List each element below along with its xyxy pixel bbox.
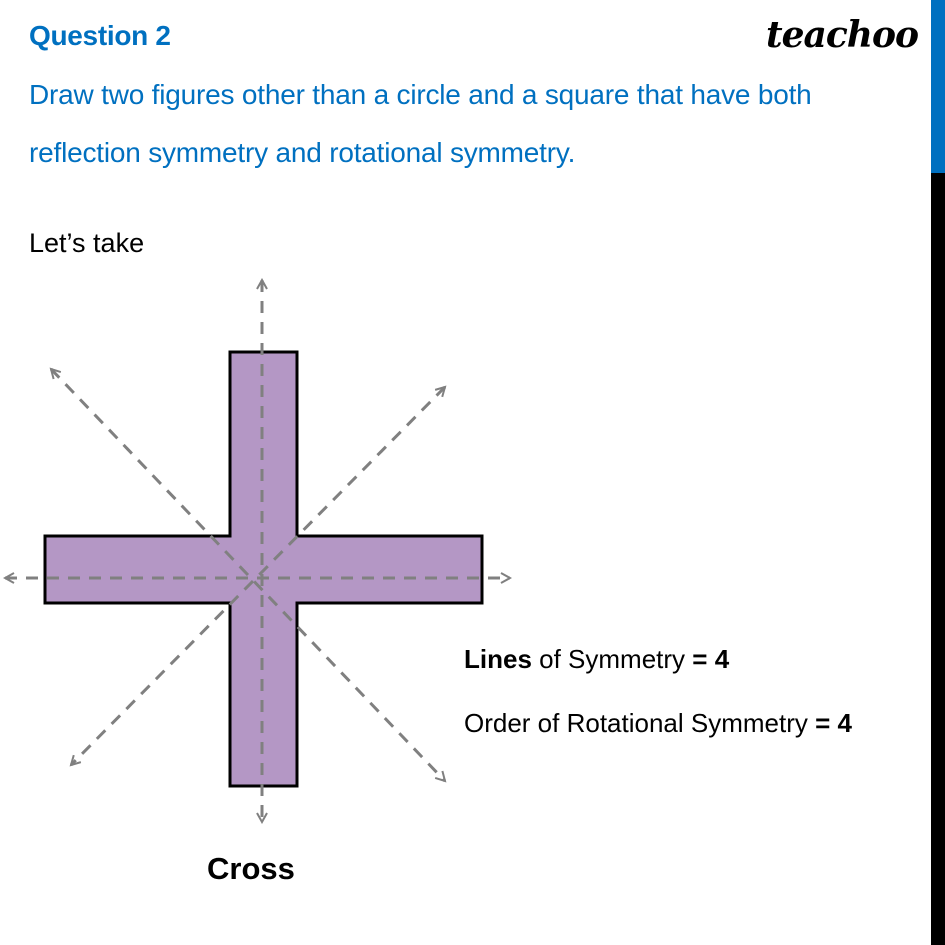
side-stripe-black [931,173,945,945]
question-text-line-1: Draw two figures other than a circle and… [29,79,812,110]
question-label: Question 2 [29,20,171,51]
figure-caption: Cross [207,851,295,886]
diagonal-symmetry-line-2 [71,387,445,765]
rotational-symmetry-text: Order of Rotational Symmetry = 4 [464,708,852,739]
lines-value: = 4 [692,644,730,674]
lines-label-bold: Lines [464,644,532,674]
intro-text: Let’s take [29,228,145,258]
rotation-value: = 4 [815,708,852,738]
lines-label-rest: of Symmetry [531,644,693,674]
teachoo-logo: teachoo [766,14,919,56]
question-text-line-2: reflection symmetry and rotational symme… [29,137,576,168]
side-stripe-blue [931,0,945,173]
rotation-label: Order of Rotational Symmetry [464,708,816,738]
lines-of-symmetry-text: Lines of Symmetry = 4 [464,644,729,675]
